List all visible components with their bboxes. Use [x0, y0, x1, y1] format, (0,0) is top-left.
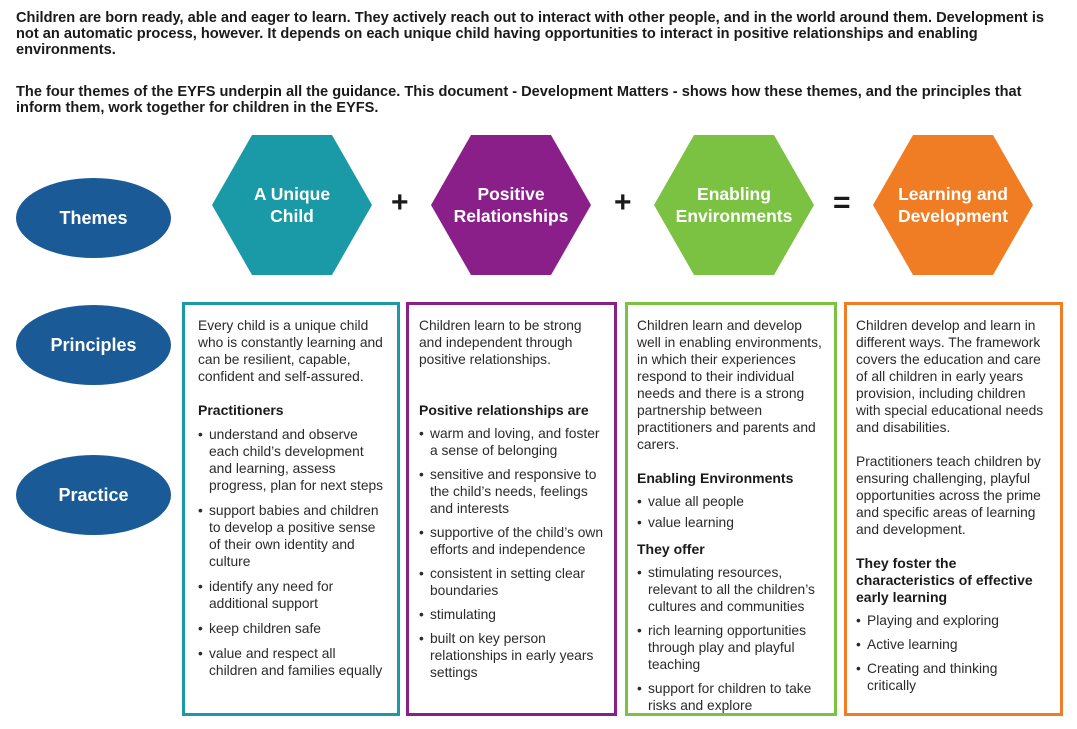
principle-text: Children learn to be strong and independ…: [419, 318, 582, 367]
theme-enabling-environments: Enabling Environments: [654, 135, 814, 275]
practice-list: warm and loving, and foster a sense of b…: [419, 425, 604, 681]
principles-label: Principles: [16, 305, 171, 385]
list-item: value and respect all children and famil…: [198, 645, 387, 679]
list-item: rich learning opportunities through play…: [637, 622, 824, 673]
list-item: Active learning: [856, 636, 1050, 653]
list-item: understand and observe each child’s deve…: [198, 426, 387, 494]
practice-list: Playing and exploring Active learning Cr…: [856, 612, 1050, 694]
practice-heading: Positive relationships are: [419, 402, 589, 418]
intro-paragraph-1: Children are born ready, able and eager …: [16, 10, 1044, 58]
practice-list: value all people value learning: [637, 493, 824, 531]
list-item: keep children safe: [198, 620, 387, 637]
list-item: built on key person relationships in ear…: [419, 630, 604, 681]
theme-unique-child: A Unique Child: [212, 135, 372, 275]
list-item: Playing and exploring: [856, 612, 1050, 629]
list-item: value all people: [637, 493, 824, 510]
list-item: supportive of the child’s own efforts an…: [419, 524, 604, 558]
column-learning-development: Children develop and learn in different …: [844, 302, 1063, 716]
list-item: warm and loving, and foster a sense of b…: [419, 425, 604, 459]
column-unique-child: Every child is a unique child who is con…: [182, 302, 400, 716]
offer-list: stimulating resources, relevant to all t…: [637, 564, 824, 714]
principle-text: Children develop and learn in different …: [856, 318, 1044, 435]
list-item: sensitive and responsive to the child’s …: [419, 466, 604, 517]
practice-heading: Practitioners: [198, 402, 284, 418]
theme-learning-development: Learning and Development: [873, 135, 1033, 275]
list-item: value learning: [637, 514, 824, 531]
list-item: identify any need for additional support: [198, 578, 387, 612]
list-item: support for children to take risks and e…: [637, 680, 824, 714]
list-item: consistent in setting clear boundaries: [419, 565, 604, 599]
principle-text: Every child is a unique child who is con…: [198, 318, 383, 384]
practice-list: understand and observe each child’s deve…: [198, 426, 387, 679]
list-item: Creating and thinking critically: [856, 660, 1050, 694]
practice-heading: They foster the characteristics of effec…: [856, 555, 1033, 605]
practice-text: Practitioners teach children by ensuring…: [856, 454, 1041, 537]
list-item: stimulating: [419, 606, 604, 623]
equals-operator: =: [833, 186, 851, 219]
themes-label: Themes: [16, 178, 171, 258]
list-item: support babies and children to develop a…: [198, 502, 387, 570]
column-positive-relationships: Children learn to be strong and independ…: [406, 302, 617, 716]
practice-label: Practice: [16, 455, 171, 535]
practice-heading: Enabling Environments: [637, 470, 794, 486]
intro-paragraph-2: The four themes of the EYFS underpin all…: [16, 84, 1022, 116]
list-item: stimulating resources, relevant to all t…: [637, 564, 824, 615]
plus-operator-2: +: [614, 186, 632, 219]
principle-text: Children learn and develop well in enabl…: [637, 318, 822, 452]
column-enabling-environments: Children learn and develop well in enabl…: [625, 302, 837, 716]
offer-heading: They offer: [637, 541, 705, 557]
theme-positive-relationships: Positive Relationships: [431, 135, 591, 275]
plus-operator-1: +: [391, 186, 409, 219]
